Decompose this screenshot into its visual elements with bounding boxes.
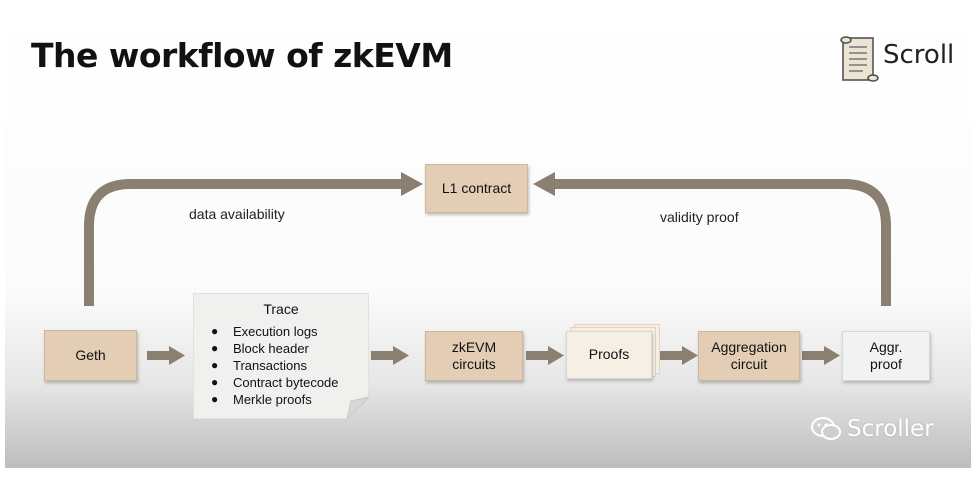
l1-contract-node: L1 contract (425, 164, 528, 213)
slide: The workflow of zkEVM Scroll (5, 6, 971, 468)
data-availability-arrow (84, 179, 403, 306)
watermark: Scroller (811, 416, 934, 442)
flow-arrow-proofs-aggregation (660, 346, 698, 365)
validity-proof-arrowhead (533, 172, 555, 196)
geth-label: Geth (75, 346, 106, 363)
diagram-arrows (84, 172, 891, 365)
data-availability-label: data availability (189, 206, 285, 222)
watermark-text: Scroller (847, 416, 934, 442)
wechat-icon (811, 417, 841, 440)
trace-title: Trace (263, 301, 299, 317)
aggr-line2: proof (870, 356, 902, 372)
flow-arrow-zkevm-proofs (526, 346, 564, 365)
aggr-line1: Aggr. (869, 338, 903, 355)
zkevm-line2: circuits (452, 356, 496, 372)
aggregation-line1: Aggregation (711, 338, 787, 355)
aggregation-line2: circuit (730, 356, 768, 372)
trace-item: ●Merkle proofs (211, 392, 312, 407)
data-availability-arrowhead (401, 172, 423, 196)
l1-contract-label: L1 contract (441, 179, 512, 196)
geth-node: Geth (44, 330, 137, 381)
trace-node: Trace ●Execution logs ●Block header ●Tra… (193, 293, 369, 419)
validity-proof-label: validity proof (660, 209, 739, 225)
validity-proof-arrow (553, 179, 891, 306)
proofs-node: Proofs (566, 324, 660, 380)
flow-arrow-aggregation-aggr (802, 346, 840, 365)
flow-arrow-trace-zkevm (371, 346, 409, 365)
proofs-stack-front: Proofs (566, 331, 652, 379)
scroll-logo-icon (840, 36, 879, 82)
aggr-proof-node: Aggr. proof (842, 331, 930, 381)
trace-note-shape (193, 293, 369, 419)
trace-item: ●Contract bytecode (211, 375, 339, 390)
logo-text: Scroll (883, 40, 955, 70)
trace-list: ●Execution logs ●Block header ●Transacti… (211, 323, 339, 408)
zkevm-circuits-node: zkEVM circuits (425, 331, 523, 381)
aggregation-circuit-node: Aggregation circuit (698, 331, 800, 381)
trace-item: ●Execution logs (211, 324, 318, 339)
flow-arrow-geth-trace (147, 346, 185, 365)
proofs-label: Proofs (588, 346, 630, 363)
zkevm-line1: zkEVM (451, 338, 497, 355)
slide-title: The workflow of zkEVM (31, 36, 453, 75)
trace-item: ●Block header (211, 341, 309, 356)
trace-item: ●Transactions (211, 358, 307, 373)
